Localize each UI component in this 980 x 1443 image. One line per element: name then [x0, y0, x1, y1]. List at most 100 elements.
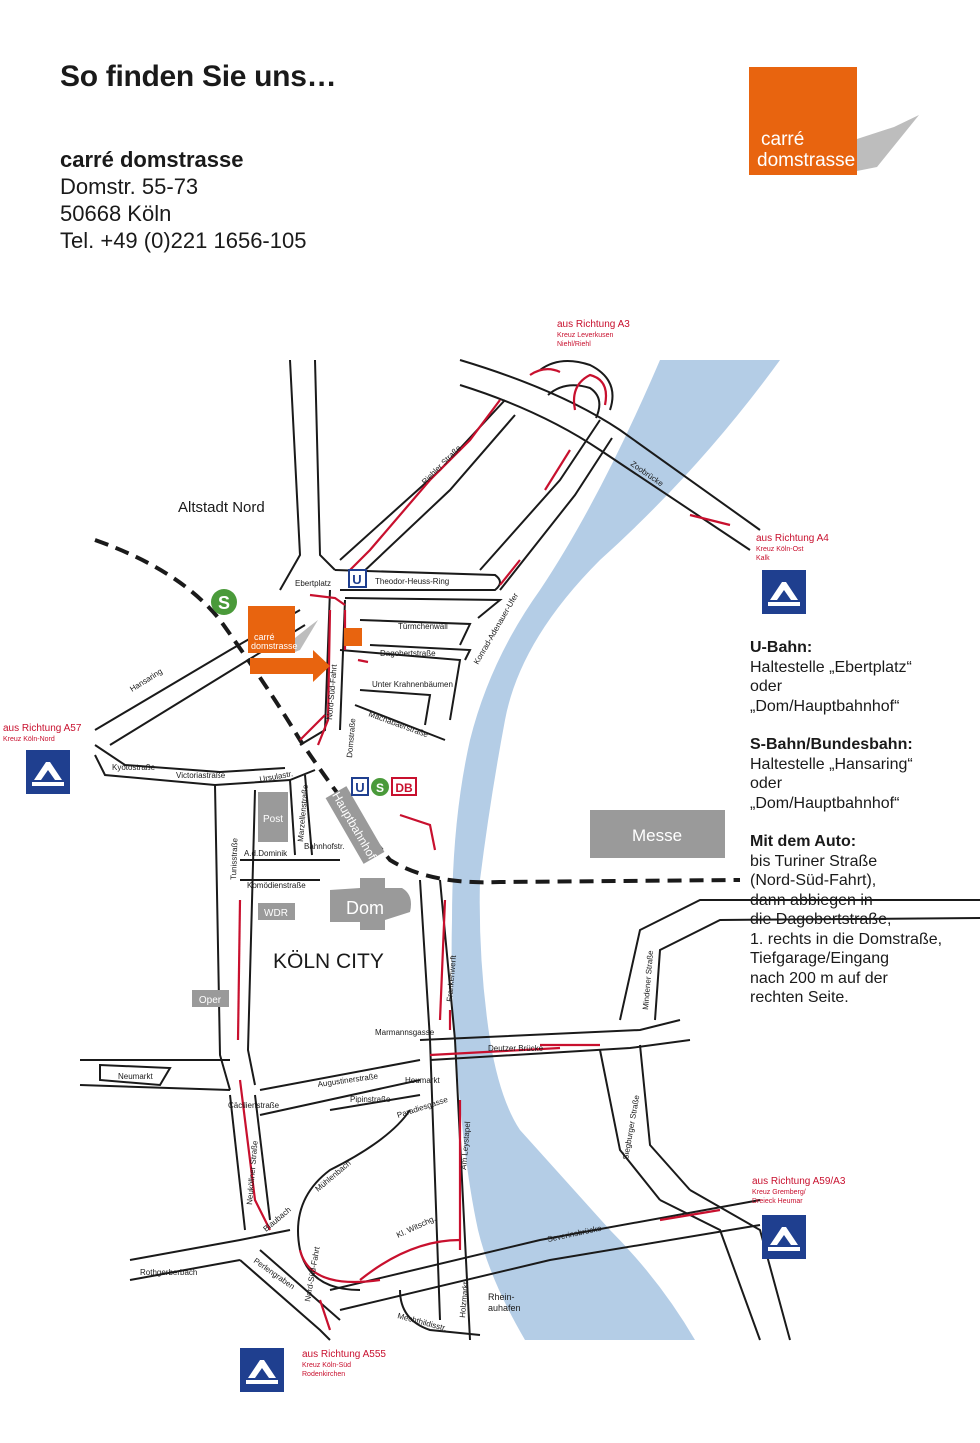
street-tunis: Tunisstraße: [229, 837, 239, 880]
street-krahnen: Unter Krahnenbäumen: [372, 680, 453, 689]
ubahn-dom-letter: U: [355, 780, 364, 795]
auto-line-8: rechten Seite.: [750, 989, 849, 1006]
sbahn-line-2: oder: [750, 775, 783, 792]
post-block: [258, 792, 288, 842]
street-heumarkt: Heumarkt: [405, 1076, 440, 1085]
altstadt-nord-label: Altstadt Nord: [178, 499, 265, 516]
wdr-label: WDR: [264, 908, 288, 919]
street-holzmarkt: Holzmarkt: [458, 1281, 470, 1318]
sbahn-title: S-Bahn/Bundesbahn:: [750, 736, 913, 753]
dir-a59-title: aus Richtung A59/A3: [752, 1176, 846, 1187]
rhine-river: [451, 360, 780, 1340]
street-minden: Mindener Straße: [641, 949, 655, 1010]
auto-line-4: die Dagobertstraße,: [750, 911, 892, 928]
destination-arrow: [250, 650, 330, 682]
auto-line-1: bis Turiner Straße: [750, 852, 878, 870]
mini-logo: [248, 606, 295, 653]
sbahn-line-3: „Dom/Hauptbahnhof“: [750, 794, 900, 812]
destination-building: [344, 628, 362, 646]
dir-a57-line1: Kreuz Köln-Nord: [3, 736, 55, 743]
oper-label: Oper: [199, 995, 222, 1006]
dir-a3-title: aus Richtung A3: [557, 319, 630, 330]
street-deutzer: Deutzer Brücke: [488, 1044, 544, 1053]
ubahn-ebertplatz-letter: U: [352, 572, 361, 587]
wdr-block: [258, 903, 295, 920]
street-neukoellner: Neuköllner Straße: [245, 1140, 260, 1206]
autobahn-a555-icon: [240, 1348, 284, 1392]
street-rothgerber: Rothgerberbach: [140, 1268, 197, 1277]
auto-line-2: (Nord-Süd-Fahrt),: [750, 872, 877, 889]
street-marmann: Marmannsgasse: [375, 1028, 435, 1037]
direction-labels: aus Richtung A3 Kreuz Leverkusen Niehl/R…: [3, 319, 846, 1378]
street-pipin: Pipinstraße: [350, 1095, 391, 1104]
auto-line-7: nach 200 m auf der: [750, 969, 888, 987]
street-tuermchen: Türmchenwall: [398, 622, 448, 631]
messe-block: [590, 810, 725, 858]
street-siegburger: Siegburger Straße: [621, 1094, 641, 1160]
street-domstr: Domstraße: [345, 717, 357, 758]
sbahn-dom-icon: [371, 778, 389, 796]
street-kyoto: Kyotostraße: [112, 763, 156, 772]
autobahn-a4-icon: [762, 570, 806, 614]
street-dagobert: Dagobertstraße: [380, 649, 436, 658]
carre-domstrasse-logo: carré domstrasse: [749, 67, 919, 175]
ubahn-title: U-Bahn:: [750, 639, 813, 656]
rheinauhafen-label-1: Rhein-: [488, 1292, 515, 1302]
dom-shape: [330, 878, 411, 930]
auto-line-5: 1. rechts in die Domstraße,: [750, 930, 943, 948]
rhein-label: Rhein: [500, 753, 537, 769]
db-icon: [391, 777, 417, 796]
destination-marker: carré domstrasse: [248, 606, 362, 682]
transit-badges: S U U S DB: [211, 569, 417, 796]
autobahn-a57-icon: [26, 750, 70, 794]
logo-swoosh: [857, 115, 919, 171]
street-hansaring: Hansaring: [128, 667, 164, 694]
mini-logo-swoosh: [295, 620, 318, 652]
directions-info: U-Bahn: Haltestelle „Ebertplatz“ oder „D…: [750, 638, 975, 1008]
address-street: Domstr. 55-73: [60, 174, 199, 199]
koeln-city-label: KÖLN CITY: [273, 950, 384, 973]
landmark-blocks: Messe Post WDR Oper Hauptbahnhof Dom: [192, 786, 725, 1007]
page-title: So finden Sie uns…: [60, 60, 337, 93]
address-city: 50668 Köln: [60, 201, 172, 226]
dir-a555-line1: Kreuz Köln-Süd: [302, 1362, 351, 1369]
street-frankenwerft: Frankenwerft: [445, 954, 458, 1002]
autobahn-a59-icon: [762, 1215, 806, 1259]
sbahn-hansaring-letter: S: [218, 593, 230, 613]
ubahn-ebertplatz-icon: [348, 569, 367, 588]
sbahn-hansaring-icon: [211, 589, 237, 615]
sbahn-dom-letter: S: [376, 781, 384, 795]
dir-a3-line2: Niehl/Riehl: [557, 341, 591, 348]
dom-label: Dom: [346, 898, 384, 918]
dir-a3-line1: Kreuz Leverkusen: [557, 332, 614, 339]
dir-a4-line1: Kreuz Köln-Ost: [756, 546, 804, 553]
mini-logo-text-2: domstrasse: [251, 641, 298, 651]
dir-a59-line1: Kreuz Gremberg/: [752, 1189, 806, 1196]
street-dominik: A.d.Dominik: [244, 849, 288, 858]
street-riehler: Riehler Straße: [420, 443, 463, 486]
company-name: carré domstrasse: [60, 147, 244, 172]
street-blaubach: Blaubach: [262, 1205, 293, 1233]
street-machabaeer: Machabäerstraße: [367, 709, 430, 739]
post-label: Post: [263, 814, 283, 825]
street-komoedien: Komödienstraße: [247, 881, 306, 890]
ubahn-line-3: „Dom/Hauptbahnhof“: [750, 697, 900, 715]
street-muehlenbach: Mühlenbach: [314, 1159, 353, 1194]
car-route: [236, 368, 731, 1331]
phone-number: Tel. +49 (0)221 1656-105: [60, 228, 307, 253]
street-theodor: Theodor-Heuss-Ring: [375, 577, 449, 586]
auto-line-3: dann abbiegen in: [750, 891, 873, 909]
logo-text-2: domstrasse: [757, 150, 855, 171]
street-witschg: Kl. Witschg.: [395, 1214, 437, 1240]
dir-a555-line2: Rodenkirchen: [302, 1371, 345, 1378]
address-block: carré domstrasse Domstr. 55-73 50668 Köl…: [60, 146, 306, 254]
ubahn-line-1: Haltestelle „Ebertplatz“: [750, 658, 912, 676]
ubahn-line-2: oder: [750, 678, 783, 695]
dir-a4-line2: Kalk: [756, 555, 770, 562]
auto-line-6: Tiefgarage/Eingang: [750, 950, 890, 967]
logo-text-1: carré: [761, 129, 804, 150]
dir-a555-title: aus Richtung A555: [302, 1349, 386, 1360]
street-caecilien: Cäcilienstraße: [228, 1101, 280, 1110]
logo-square: [749, 67, 857, 175]
